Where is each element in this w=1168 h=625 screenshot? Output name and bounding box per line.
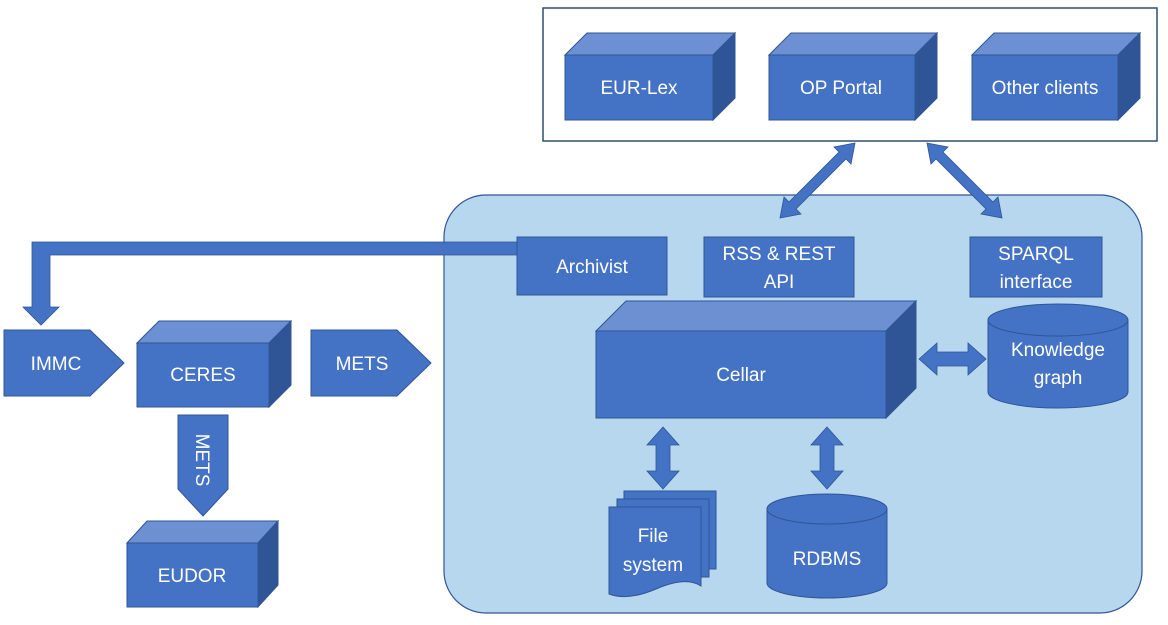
- immc-label: IMMC: [31, 354, 82, 375]
- knowledge-label-line2: graph: [1034, 368, 1083, 389]
- immc-node: IMMC: [3, 329, 125, 397]
- other-clients-label: Other clients: [992, 78, 1099, 99]
- rdbms-node: RDBMS: [766, 493, 888, 599]
- file-system-label-line1: File: [638, 526, 669, 547]
- archivist-to-immc-arrow: [22, 241, 518, 326]
- cellar-rdbms-double-arrow: [810, 426, 844, 490]
- sparql-interface-node: SPARQL interface: [969, 236, 1103, 298]
- rss-rest-api-node: RSS & REST API: [703, 236, 855, 298]
- rdbms-label: RDBMS: [793, 549, 862, 570]
- rss-rest-label-line2: API: [764, 272, 795, 293]
- eudor-label: EUDOR: [158, 566, 227, 587]
- sparql-label-line1: SPARQL: [998, 244, 1074, 265]
- op-portal-node: OP Portal: [767, 31, 939, 122]
- archivist-label: Archivist: [556, 257, 629, 278]
- cellar-filesystem-double-arrow: [646, 426, 680, 490]
- archivist-node: Archivist: [516, 236, 668, 296]
- sparql-label-line2: interface: [1000, 272, 1073, 293]
- knowledge-graph-node: Knowledge graph: [987, 303, 1129, 409]
- cellar-knowledge-double-arrow: [918, 342, 987, 376]
- eurlex-label: EUR-Lex: [600, 78, 678, 99]
- file-system-label-line2: system: [623, 555, 683, 576]
- mets-down-arrow: METS: [177, 414, 229, 517]
- mets-right-label: METS: [336, 354, 389, 375]
- rss-rest-label-line1: RSS & REST: [723, 244, 836, 265]
- mets-down-label: METS: [191, 434, 212, 487]
- other-clients-node: Other clients: [970, 31, 1142, 122]
- knowledge-label-line1: Knowledge: [1011, 340, 1105, 361]
- cellar-node: Cellar: [594, 299, 918, 420]
- ceres-label: CERES: [170, 365, 235, 386]
- clients-sparql-double-arrow: [926, 142, 1003, 219]
- ceres-node: CERES: [135, 319, 293, 409]
- cellar-label: Cellar: [716, 365, 766, 386]
- op-portal-label: OP Portal: [800, 78, 882, 99]
- portal-rest-double-arrow: [779, 142, 856, 219]
- eudor-node: EUDOR: [125, 519, 280, 609]
- mets-right-arrow: METS: [310, 329, 432, 397]
- file-system-node: File system: [608, 490, 717, 598]
- eurlex-node: EUR-Lex: [563, 31, 737, 122]
